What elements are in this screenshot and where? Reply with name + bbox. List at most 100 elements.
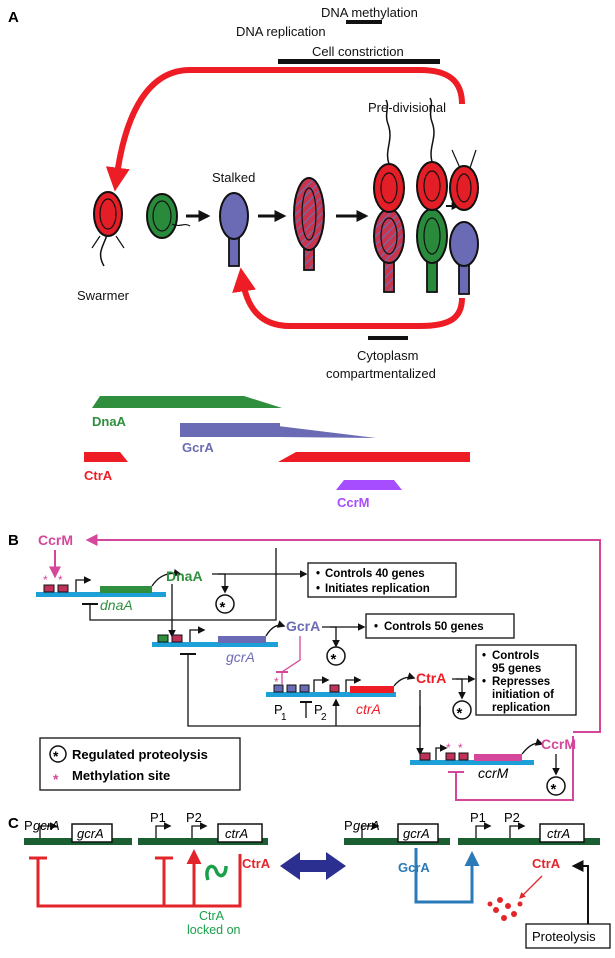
- c-right-gcrA-gene: gcrA: [403, 826, 430, 841]
- c-locked-line2: locked on: [187, 923, 241, 937]
- cycle-arrow-top: [105, 67, 465, 192]
- legend-methylation-label: Methylation site: [72, 768, 170, 783]
- ccrM-band: [336, 480, 402, 490]
- ccrM-locus: * *: [410, 741, 534, 765]
- ccrM-top-label: CcrM: [38, 532, 73, 548]
- panel-b-letter: B: [8, 532, 19, 549]
- dnaA-gene-label: dnaA: [100, 597, 133, 613]
- p1-subscript: 1: [281, 712, 287, 723]
- c-locked-line1: CtrA: [199, 909, 225, 923]
- c-right-p1: P1: [470, 810, 486, 825]
- ctrA-band-early: [84, 452, 128, 462]
- ctrA-band-label: CtrA: [84, 468, 113, 483]
- predivisional-cell-2: [416, 97, 448, 293]
- c-left-pgcrA-it: gcrA: [33, 818, 60, 833]
- svg-text:•: •: [316, 583, 320, 595]
- c-right-ctrA-locus: [458, 822, 600, 845]
- stalked-label: Stalked: [212, 170, 255, 185]
- swarmer-cell: [91, 191, 125, 267]
- dividing-cells: [449, 149, 479, 295]
- dnaA-expression-arrow: [151, 568, 182, 587]
- gcrA-box-line1: Controls 50 genes: [384, 621, 484, 633]
- dna-methylation-label: DNA methylation: [321, 5, 418, 20]
- dnaA-proteolysis-icon: [215, 594, 235, 614]
- ctrA-box-line3: Represses: [492, 676, 550, 688]
- c-left-p1: P1: [150, 810, 166, 825]
- cytoplasm-label-1: Cytoplasm: [357, 348, 418, 363]
- ccrM-feedback-arrow: [85, 534, 601, 733]
- legend-methylation-icon: *: [53, 771, 59, 787]
- c-proteolysis-box: [525, 923, 611, 949]
- gcrA-locus: [152, 626, 278, 647]
- cytoplasm-label-2: compartmentalized: [326, 366, 436, 381]
- dnaA-band-label: DnaA: [92, 414, 127, 429]
- svg-text:*: *: [446, 741, 451, 755]
- panel-c-letter: C: [8, 815, 19, 832]
- svg-text:*: *: [274, 675, 279, 689]
- ctrA-proteolysis-star: *: [457, 705, 463, 722]
- c-right-pgcrA-it: gcrA: [353, 818, 380, 833]
- c-gcrA-blue-label: GcrA: [398, 860, 430, 875]
- panel-a-letter: A: [8, 9, 19, 26]
- c-gcrA-activates-p1: [414, 848, 480, 904]
- p2-subscript: 2: [321, 712, 327, 723]
- gcrA-gene-label: gcrA: [226, 649, 255, 665]
- ctrA-proteolysis-icon: [452, 700, 472, 720]
- c-proteolysis-arrow: [571, 860, 589, 924]
- svg-text:•: •: [482, 650, 486, 662]
- dnaA-locus: * *: [36, 573, 166, 597]
- c-right-p2: P2: [504, 810, 520, 825]
- ctrA-represses-dnaA: [89, 548, 277, 621]
- ctrA-protein-label: CtrA: [416, 670, 446, 686]
- c-left-pgcrA-p: P: [24, 818, 33, 833]
- dnaA-box-line2: Initiates replication: [325, 583, 430, 595]
- c-switch-double-arrow: [280, 852, 346, 880]
- ctrA-band-late: [278, 452, 470, 462]
- ctrA-box-line1: Controls: [492, 650, 539, 662]
- dna-methylation-bar: [346, 20, 382, 24]
- legend-proteolysis-label: Regulated proteolysis: [72, 747, 208, 762]
- svg-text:•: •: [316, 568, 320, 580]
- ctrA-to-proteolysis: [452, 678, 466, 700]
- cell-constriction-bar: [278, 59, 440, 64]
- c-left-ctrA-gene: ctrA: [225, 826, 248, 841]
- ccrM-proteolysis-icon: [546, 776, 566, 796]
- dnaA-box-line1: Controls 40 genes: [325, 568, 425, 580]
- p2-label: P: [314, 702, 323, 717]
- c-left-p2: P2: [186, 810, 202, 825]
- c-degraded-fragments: [487, 897, 523, 921]
- c-lock-icon: [205, 864, 228, 881]
- c-left-ctrA-locus: [138, 822, 268, 845]
- ctrA-box-line4: initiation of: [492, 689, 554, 701]
- cytoplasm-bar: [368, 336, 408, 340]
- cell-constriction-label: Cell constriction: [312, 44, 404, 59]
- ctrA-locus: *: [266, 675, 396, 697]
- legend-proteolysis-icon: [49, 745, 67, 763]
- c-left-gcrA-gene: gcrA: [77, 826, 104, 841]
- svg-text:•: •: [482, 676, 486, 688]
- c-right-pgcrA-p: P: [344, 818, 353, 833]
- c-right-ctrA-gene: ctrA: [547, 826, 570, 841]
- gcrA-to-proteolysis: [322, 626, 340, 648]
- predivisional-cell-1: [373, 99, 405, 293]
- gcrA-function-box: [365, 613, 515, 639]
- gcrA-proteolysis-star: *: [331, 651, 337, 668]
- gcrA-protein-label: GcrA: [286, 618, 320, 634]
- ctrA-function-box: [475, 644, 577, 716]
- svg-text:*: *: [58, 573, 63, 587]
- ctrA-gene-label: ctrA: [356, 701, 381, 717]
- cycle-arrow-bottom: [232, 267, 465, 329]
- ccrM-band-label: CcrM: [337, 495, 370, 510]
- replicating-cell: [293, 177, 325, 271]
- dna-replication-label: DNA replication: [236, 24, 326, 39]
- swarmer-label: Swarmer: [77, 288, 130, 303]
- ccrM-gene-label: ccrM: [478, 765, 509, 781]
- g1-cell: [146, 193, 191, 239]
- dnaA-function-box: [307, 562, 457, 598]
- stalked-cell: [219, 192, 249, 267]
- p1-label: P: [274, 702, 283, 717]
- gcrA-band-body: [180, 423, 280, 437]
- ctrA-box-line2: 95 genes: [492, 663, 541, 675]
